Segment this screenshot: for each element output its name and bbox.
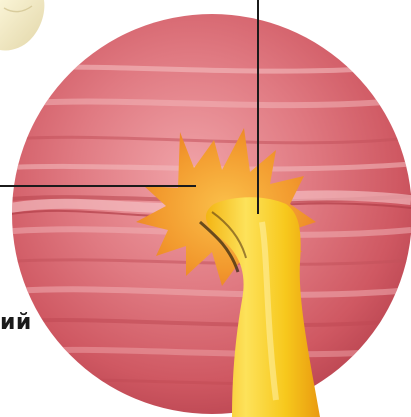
tooth-crown-icon — [0, 0, 44, 51]
label-fragment-text: ий — [0, 312, 32, 334]
